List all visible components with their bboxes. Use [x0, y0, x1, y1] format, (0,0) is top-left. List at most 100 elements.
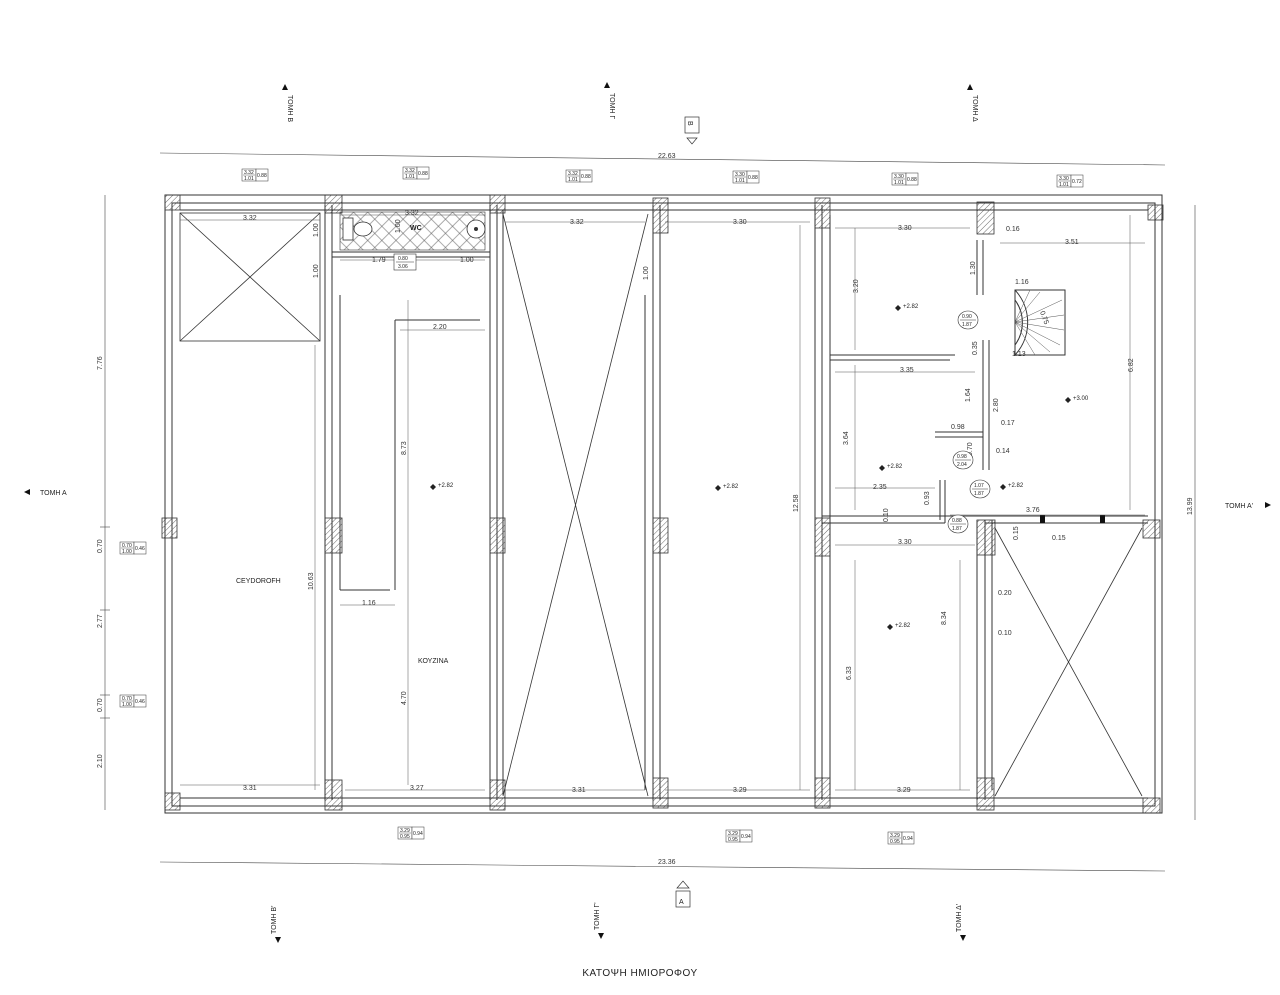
- dim-10.63: 10.63: [308, 572, 315, 590]
- dim-wc-depth: 1.00: [395, 219, 402, 233]
- section-a-right: ΤΟΜΗ Α': [1225, 503, 1253, 510]
- door-tag-3-top: 0.98: [957, 454, 967, 460]
- window-tag-top-6-a: 3.30: [1059, 176, 1069, 182]
- bay-width-3-bottom: 3.31: [572, 787, 586, 794]
- dim-0.98: 0.98: [951, 424, 965, 431]
- window-tag-bottom-1-b: 0.95: [400, 834, 410, 840]
- section-b-top: ΤΟΜΗ Β: [286, 95, 293, 122]
- bay-width-6-top: 3.51: [1065, 239, 1079, 246]
- door-tag-2-bottom: 1.87: [962, 322, 972, 328]
- window-tag-top-1-b: 1.01: [244, 176, 254, 182]
- section-g-bottom: ΤΟΜΗ Γ': [594, 902, 601, 930]
- dim-0.17: 0.17: [1001, 420, 1015, 427]
- window-tag-bottom-3-a: 3.29: [890, 833, 900, 839]
- dim-1.64: 1.64: [965, 388, 972, 402]
- dim-0.10: 0.10: [883, 508, 890, 522]
- window-tag-left-2-a: 0.70: [122, 696, 132, 702]
- column-small-2: [1100, 515, 1105, 523]
- dim-3.64: 3.64: [843, 431, 850, 445]
- window-tags-left: 0.70 1.00 0.46 0.70 1.00 0.46: [119, 541, 147, 708]
- bay-width-4-top: 3.30: [733, 219, 747, 226]
- wc-toilet-tank: [342, 217, 354, 241]
- window-tag-left-1-a: 0.70: [122, 543, 132, 549]
- dim-6.82: 6.82: [1128, 358, 1135, 372]
- view-label-b: Β: [686, 121, 693, 126]
- section-arrow-icon: [24, 489, 30, 495]
- level-upper-room: +2.82: [903, 304, 919, 310]
- dim-1.00-e: 1.00: [643, 266, 650, 280]
- dim-1.30: 1.30: [970, 261, 977, 275]
- dim-8.34: 8.34: [941, 611, 948, 625]
- dim-3.20: 3.20: [853, 279, 860, 293]
- dim-2.35: 2.35: [873, 484, 887, 491]
- level-markers: +2.82 +2.82 +2.82 +2.82 +2.82 +2.82 +3.0…: [430, 304, 1089, 630]
- view-arrow-icon: [676, 880, 690, 889]
- window-tag-top-4-c: 0.88: [748, 175, 758, 181]
- door-tags: 0.80 3.06 0.90 1.87 0.98 2.04 1.07 1.87 …: [393, 253, 991, 534]
- dim-3.30: 3.30: [898, 539, 912, 546]
- dim-3.35: 3.35: [900, 367, 914, 374]
- door-tag-1-bottom: 3.06: [398, 264, 408, 270]
- level-icon: [887, 624, 893, 630]
- interior-dimension-lines: [180, 214, 1145, 791]
- wc-width: 3.32: [405, 210, 419, 217]
- spiral-stair: [1014, 289, 1065, 356]
- window-tag-top-3-a: 3.32: [568, 171, 578, 177]
- window-tag-top-1-c: 0.88: [257, 173, 267, 179]
- dim-0.70: 0.70: [967, 442, 974, 456]
- section-b-bottom: ΤΟΜΗ Β': [271, 906, 278, 934]
- bay-width-1-bottom: 3.31: [243, 785, 257, 792]
- dim-12.58: 12.58: [793, 494, 800, 512]
- window-tag-top-5-b: 1.01: [894, 180, 904, 186]
- dim-8.73: 8.73: [401, 441, 408, 455]
- window-tags-top: 3.32 1.01 0.88 3.32 1.01 0.88 3.32 1.01 …: [241, 166, 1084, 188]
- level-icon: [430, 484, 436, 490]
- window-tag-top-4-a: 3.30: [735, 172, 745, 178]
- room-label-living: CEYDOROFH: [236, 578, 281, 585]
- dim-0.10-b: 0.10: [998, 630, 1012, 637]
- section-arrow-icon: [604, 82, 610, 88]
- window-tag-top-2-a: 3.32: [405, 168, 415, 174]
- window-tag-bottom-1-c: 0.94: [413, 831, 423, 837]
- section-g-top: ΤΟΜΗ Γ: [608, 93, 615, 119]
- window-tag-bottom-2-b: 0.95: [728, 837, 738, 843]
- overall-width-top: 22.63: [658, 153, 676, 160]
- level-stair: +3.00: [1073, 396, 1089, 402]
- window-tag-top-4-b: 1.01: [735, 178, 745, 184]
- room-label-kitchen: ΚΟΥΖΙΝΑ: [418, 658, 449, 665]
- dim-0.15-a: 0.15: [1013, 526, 1020, 540]
- level-kitchen: +2.82: [438, 483, 454, 489]
- section-markers: ΤΟΜΗ Β ΤΟΜΗ Γ ΤΟΜΗ Δ ΤΟΜΗ Β' ΤΟΜΗ Γ' ΤΟΜ…: [24, 82, 1271, 943]
- window-tag-left-2-c: 0.46: [135, 699, 145, 705]
- door-tag-4-top: 1.07: [974, 483, 984, 489]
- level-bay-4: +2.82: [723, 484, 739, 490]
- section-arrow-icon: [598, 933, 604, 939]
- column-small-1: [1040, 515, 1045, 523]
- window-tag-bottom-1-a: 3.29: [400, 828, 410, 834]
- window-tag-top-2-b: 1.01: [405, 174, 415, 180]
- bay-width-5-top: 3.30: [898, 225, 912, 232]
- window-tag-top-3-b: 1.01: [568, 177, 578, 183]
- bay-width-4-bottom: 3.29: [733, 787, 747, 794]
- window-tag-bottom-3-c: 0.94: [903, 836, 913, 842]
- dim-0.35: 0.35: [972, 341, 979, 355]
- window-tag-left-1-c: 0.46: [135, 546, 145, 552]
- dim-1.00-c: 1.00: [460, 257, 474, 264]
- left-chain-1: 0.70: [97, 539, 104, 553]
- level-icon: [715, 485, 721, 491]
- drawing-title: ΚΑΤΟΨΗ ΗΜΙΟΡΟΦΟΥ: [582, 968, 698, 979]
- window-tags-bottom: 3.29 0.95 0.94 3.29 0.95 0.94 3.29 0.95 …: [397, 826, 915, 845]
- columns: [161, 194, 1164, 814]
- dim-1.00-a: 1.00: [313, 223, 320, 237]
- toilet-icon: [353, 221, 373, 237]
- bay-width-2-bottom: 3.27: [410, 785, 424, 792]
- section-arrow-icon: [960, 935, 966, 941]
- dim-1.16: 1.16: [362, 600, 376, 607]
- window-tag-top-2-c: 0.88: [418, 171, 428, 177]
- view-label-a: Α: [679, 899, 684, 906]
- section-d-bottom: ΤΟΜΗ Δ': [956, 904, 963, 932]
- dim-1.16-b: 1.16: [1015, 279, 1029, 286]
- left-chain-3: 0.70: [97, 698, 104, 712]
- level-icon: [1065, 397, 1071, 403]
- dim-0.14: 0.14: [996, 448, 1010, 455]
